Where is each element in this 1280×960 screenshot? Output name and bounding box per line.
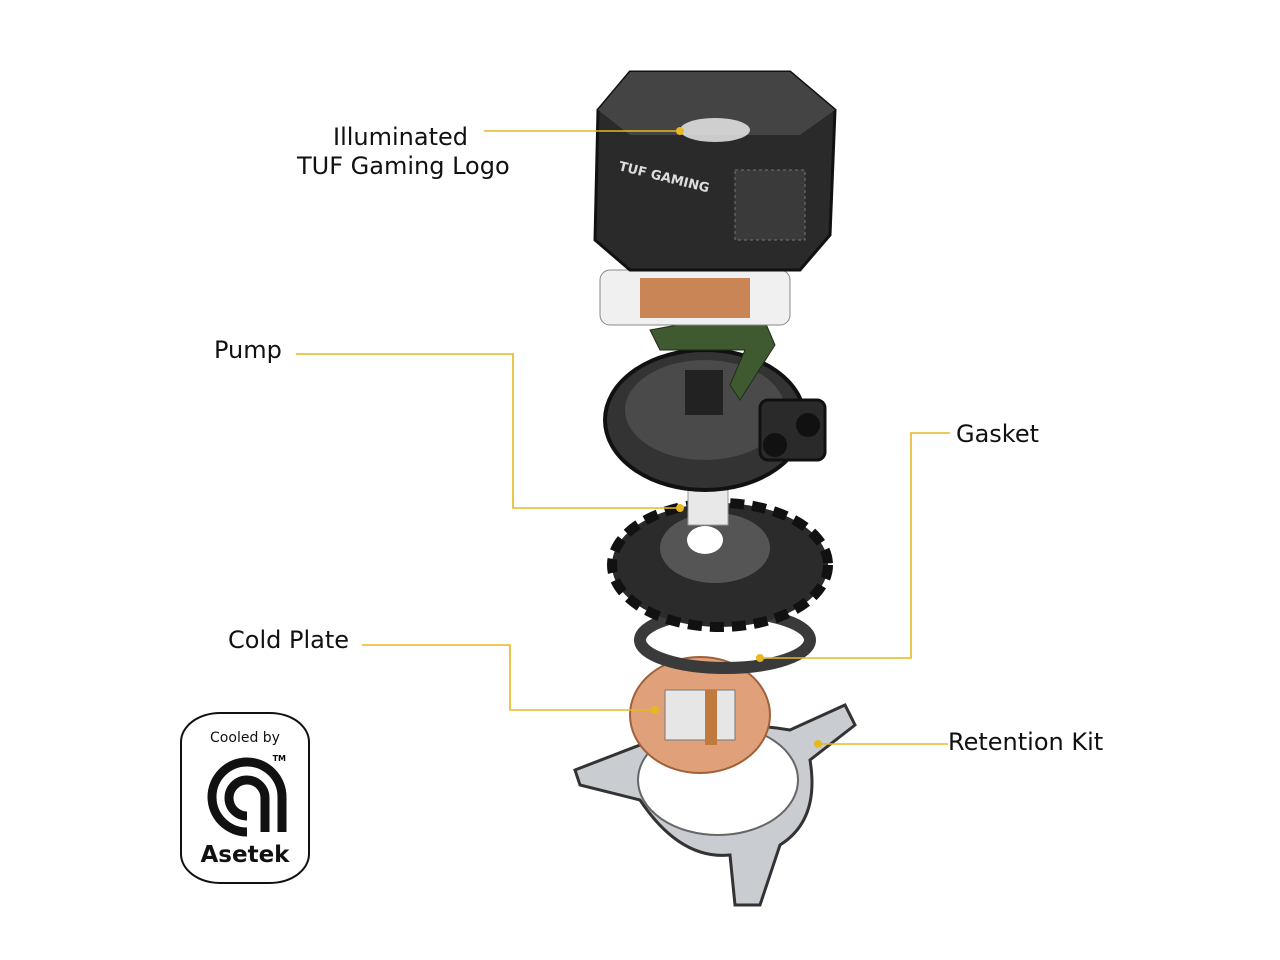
badge-top-text: Cooled by bbox=[210, 730, 280, 746]
pump-cap-part: TUF GAMING bbox=[593, 70, 837, 272]
label-retention-kit: Retention Kit bbox=[948, 728, 1104, 756]
base-ring-part bbox=[607, 498, 833, 632]
leader-cold-plate bbox=[362, 644, 655, 711]
marker-dot bbox=[814, 740, 822, 748]
leader-lines bbox=[296, 130, 950, 745]
badge-tm: TM bbox=[272, 754, 286, 763]
label-cold-plate: Cold Plate bbox=[228, 626, 349, 654]
marker-dot bbox=[676, 127, 684, 135]
cold-plate-part bbox=[629, 656, 771, 774]
asetek-logo-icon bbox=[207, 757, 287, 837]
label-logo-line2: TUF Gaming Logo bbox=[297, 152, 510, 180]
pump-housing-part bbox=[603, 348, 827, 492]
marker-dot bbox=[651, 706, 659, 714]
label-gasket: Gasket bbox=[956, 420, 1040, 448]
label-pump: Pump bbox=[214, 336, 282, 364]
label-logo-line1: Illuminated bbox=[333, 123, 468, 151]
leader-pump bbox=[296, 353, 680, 509]
leader-gasket bbox=[760, 432, 950, 659]
impeller-part bbox=[687, 489, 729, 526]
marker-dot bbox=[756, 654, 764, 662]
pump-block-part bbox=[599, 269, 791, 326]
badge-name: Asetek bbox=[200, 842, 290, 868]
marker-dot bbox=[676, 504, 684, 512]
asetek-badge: Cooled by TM Asetek bbox=[180, 712, 310, 884]
